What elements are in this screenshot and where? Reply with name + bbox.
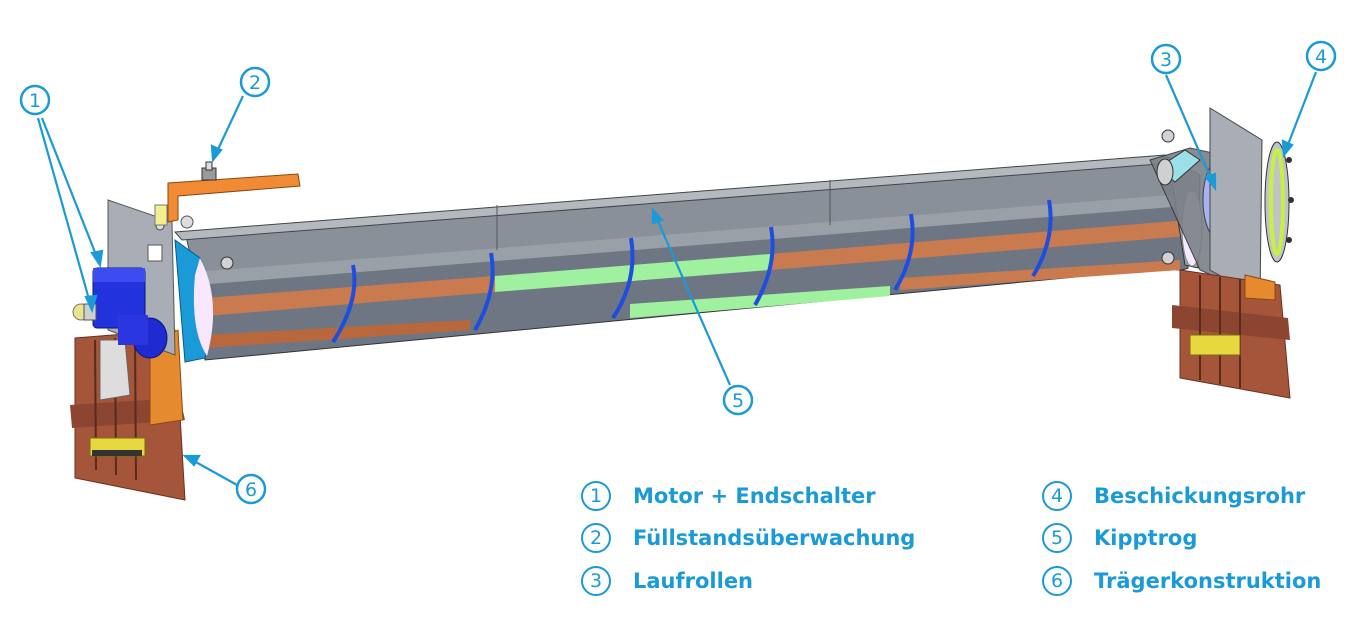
svg-text:5: 5 bbox=[732, 390, 744, 412]
svg-text:3: 3 bbox=[1160, 49, 1172, 71]
legend-item-6: 6 Trägerkonstruktion bbox=[1042, 566, 1321, 596]
left-support-structure bbox=[70, 329, 186, 501]
legend-number: 6 bbox=[1042, 566, 1072, 596]
callout-4: 4 bbox=[1305, 40, 1337, 72]
svg-text:2: 2 bbox=[249, 72, 261, 94]
legend-label: Laufrollen bbox=[633, 569, 754, 593]
right-support-structure bbox=[1172, 269, 1291, 399]
callout-3: 3 bbox=[1150, 43, 1182, 75]
callout-2: 2 bbox=[239, 66, 271, 98]
legend-item-4: 4 Beschickungsrohr bbox=[1042, 481, 1305, 511]
legend-number: 5 bbox=[1042, 523, 1072, 553]
feed-tube-flange bbox=[1209, 107, 1294, 299]
legend-item-5: 5 Kipptrog bbox=[1042, 523, 1197, 553]
callout-6: 6 bbox=[235, 473, 267, 505]
svg-text:1: 1 bbox=[29, 90, 41, 112]
motor-assembly bbox=[72, 267, 168, 359]
level-sensor-bracket bbox=[154, 161, 301, 229]
callout-5: 5 bbox=[722, 384, 754, 416]
legend-number: 3 bbox=[581, 566, 611, 596]
svg-text:4: 4 bbox=[1315, 46, 1327, 68]
svg-text:6: 6 bbox=[245, 479, 257, 501]
leader-lines bbox=[36, 71, 1318, 486]
legend-number: 1 bbox=[581, 481, 611, 511]
legend-item-3: 3 Laufrollen bbox=[581, 566, 753, 596]
legend-label: Kipptrog bbox=[1094, 526, 1198, 550]
legend-label: Füllstandsüberwachung bbox=[633, 526, 916, 550]
trough-body bbox=[173, 129, 1203, 363]
legend-number: 2 bbox=[581, 523, 611, 553]
callout-1: 1 bbox=[19, 84, 51, 116]
legend-item-2: 2 Füllstandsüberwachung bbox=[581, 523, 915, 553]
legend-label: Beschickungsrohr bbox=[1094, 484, 1306, 508]
legend-item-1: 1 Motor + Endschalter bbox=[581, 481, 876, 511]
legend-number: 4 bbox=[1042, 481, 1072, 511]
legend-label: Trägerkonstruktion bbox=[1094, 569, 1322, 593]
legend-label: Motor + Endschalter bbox=[633, 484, 876, 508]
